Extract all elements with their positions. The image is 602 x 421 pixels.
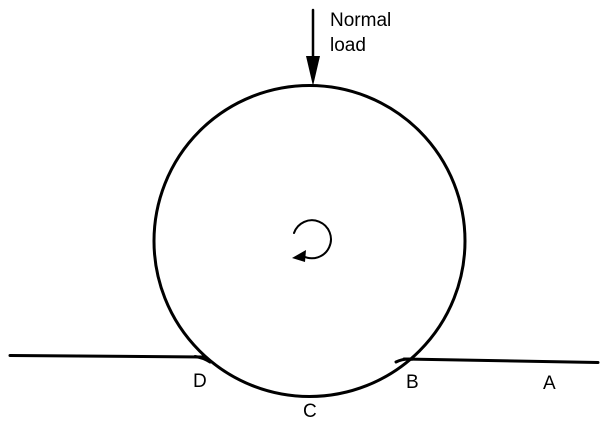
normal-load-label-line2: load — [330, 35, 366, 56]
point-label-c: C — [303, 401, 317, 421]
rotation-direction-icon — [292, 219, 332, 262]
point-label-d: D — [193, 371, 207, 392]
rolling-wheel — [152, 84, 467, 398]
normal-load-label-line1: Normal — [330, 10, 391, 31]
point-label-b: B — [406, 372, 419, 393]
normal-load-arrowhead — [306, 56, 320, 86]
ground-surface-line — [8, 354, 600, 364]
point-label-a: A — [543, 373, 556, 394]
